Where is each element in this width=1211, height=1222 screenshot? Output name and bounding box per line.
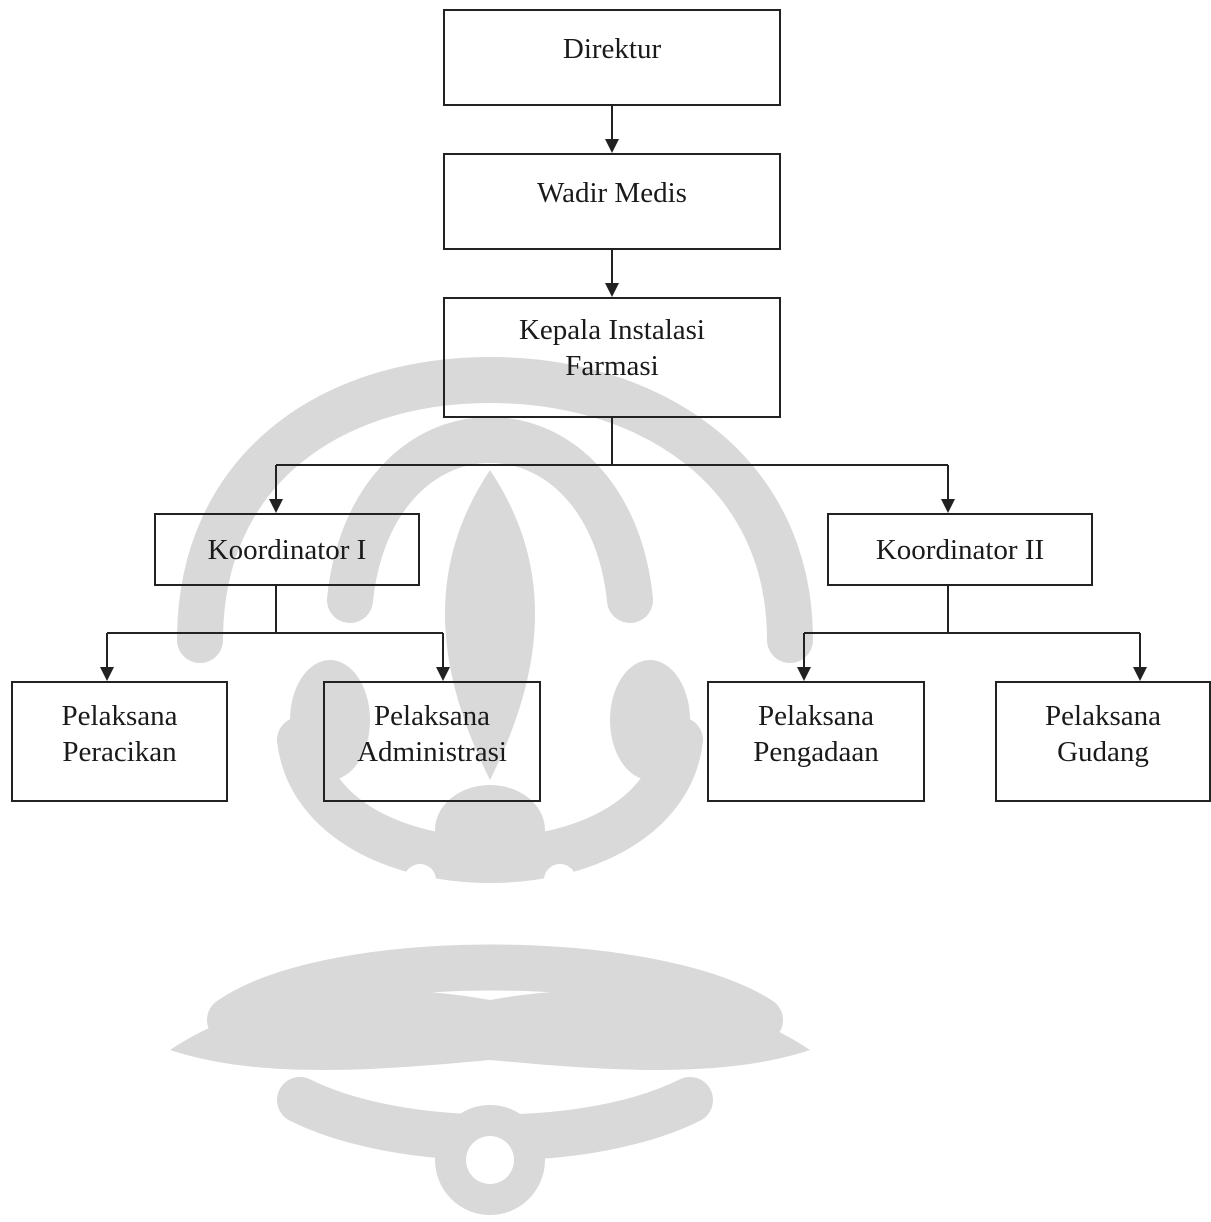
arrowhead-icon	[436, 667, 450, 681]
node-kepala-instalasi-line-1: Kepala Instalasi	[518, 314, 705, 346]
node-pelaksana-administrasi-line-1: Pelaksana	[374, 700, 490, 732]
node-kepala-instalasi-farmasi: Kepala Instalasi Farmasi	[443, 297, 781, 418]
node-direktur: Direktur	[443, 9, 781, 106]
node-pelaksana-pengadaan-line-1: Pelaksana	[758, 700, 874, 732]
arrowhead-icon	[605, 283, 619, 297]
node-pelaksana-gudang-line-2: Gudang	[1057, 736, 1149, 768]
arrowhead-icon	[941, 499, 955, 513]
node-koordinator-2-label: Koordinator II	[875, 533, 1045, 566]
node-pelaksana-gudang-line-1: Pelaksana	[1045, 700, 1161, 732]
arrowhead-icon	[605, 139, 619, 153]
node-pelaksana-pengadaan: Pelaksana Pengadaan	[707, 681, 925, 802]
node-pelaksana-administrasi-line-2: Administrasi	[357, 736, 507, 768]
arrowhead-icon	[269, 499, 283, 513]
arrowhead-icon	[797, 667, 811, 681]
node-pelaksana-peracikan-line-2: Peracikan	[62, 736, 177, 768]
node-wadir-medis-label: Wadir Medis	[537, 177, 687, 209]
node-pelaksana-peracikan-line-1: Pelaksana	[61, 700, 178, 732]
arrowhead-icon	[1133, 667, 1147, 681]
node-pelaksana-pengadaan-line-2: Pengadaan	[753, 736, 879, 768]
node-kepala-instalasi-line-2: Farmasi	[565, 350, 659, 382]
node-wadir-medis: Wadir Medis	[443, 153, 781, 250]
node-pelaksana-gudang: Pelaksana Gudang	[995, 681, 1211, 802]
node-pelaksana-peracikan: Pelaksana Peracikan	[11, 681, 228, 802]
node-pelaksana-administrasi: Pelaksana Administrasi	[323, 681, 541, 802]
node-koordinator-1: Koordinator I	[154, 513, 420, 586]
node-koordinator-1-label: Koordinator I	[207, 533, 367, 566]
node-koordinator-2: Koordinator II	[827, 513, 1093, 586]
node-direktur-label: Direktur	[562, 33, 662, 65]
arrowhead-icon	[100, 667, 114, 681]
